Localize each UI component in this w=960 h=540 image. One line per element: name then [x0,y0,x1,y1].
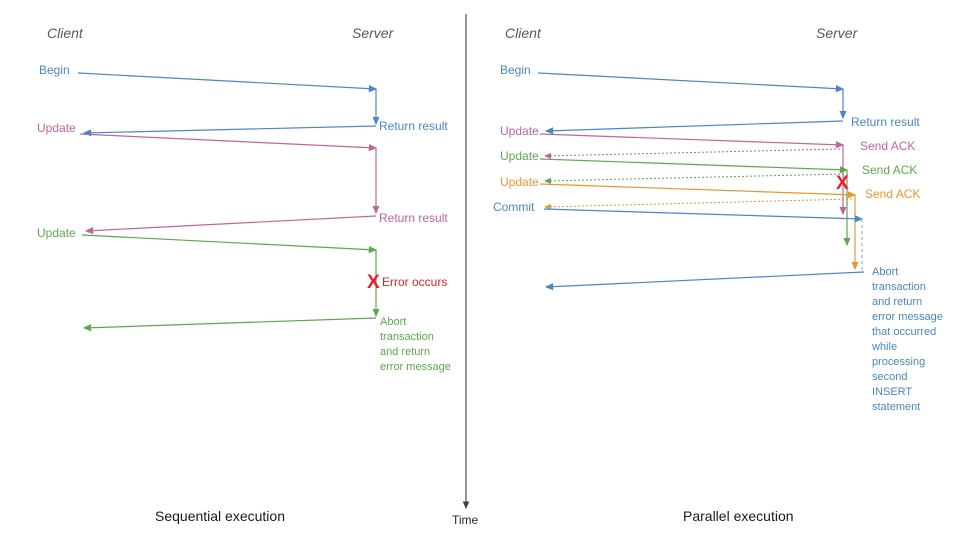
right-label-return-result: Return result [851,115,920,129]
right-label-update-1: Update [500,124,539,138]
right-label-commit: Commit [493,200,535,214]
left-abort-note-line-2: transaction [380,331,434,343]
right-client-lane-title: Client [505,25,542,41]
left-arrow-update-2 [81,234,378,254]
left-label-update-1: Update [37,121,76,135]
left-arrow-return-result-2 [84,215,377,235]
right-label-update-2: Update [500,149,539,163]
left-abort-note-line-3: and return [380,346,430,358]
right-abort-note-line-4: error message [872,311,943,323]
right-arrow-begin [537,72,845,93]
left-label-begin: Begin [39,63,70,77]
right-arrow-abort-return [544,271,865,291]
left-error-label: Error occurs [382,275,447,289]
right-abort-note-line-5: that occurred [872,326,936,338]
left-panel-caption: Sequential execution [155,508,285,524]
right-label-send-ack-3: Send ACK [865,187,920,201]
right-abort-note-line-8: second [872,371,907,383]
left-label-return-result-2: Return result [379,211,448,225]
right-label-send-ack-2: Send ACK [862,163,917,177]
right-arrow-send-ack-1 [544,148,841,159]
right-label-begin: Begin [500,63,531,77]
left-label-return-result-1: Return result [379,119,448,133]
left-panel-group: Begin Return result Update Return result… [37,63,451,524]
right-label-send-ack-1: Send ACK [860,139,915,153]
right-arrow-update-1 [539,133,845,149]
right-arrow-update-2 [539,158,849,174]
right-abort-note-line-9: INSERT [872,386,912,398]
right-error-x-icon: X [836,173,849,194]
right-abort-note-line-1: Abort [872,266,898,278]
left-abort-note-line-4: error message [380,361,451,373]
left-abort-note-line-1: Abort [380,316,406,328]
right-label-update-3: Update [500,175,539,189]
time-axis-label: Time [452,513,479,527]
right-arrow-update-3 [539,183,857,199]
right-abort-note-line-3: and return [872,296,922,308]
right-arrow-send-ack-3 [544,198,853,210]
right-arrow-commit [543,208,864,223]
left-client-lane-title: Client [47,25,84,41]
right-arrow-send-ack-2 [544,173,845,184]
right-arrow-return-result [544,120,844,135]
right-abort-note-line-7: processing [872,356,925,368]
left-arrow-abort-return [82,317,377,332]
left-label-update-2: Update [37,226,76,240]
left-server-lane-title: Server [352,25,395,41]
left-arrow-begin [77,72,378,93]
left-arrow-return-result-1 [82,125,377,137]
right-server-lane-title: Server [816,25,859,41]
right-abort-note-line-6: while [871,341,897,353]
right-abort-note-line-2: transaction [872,281,926,293]
left-arrow-update-1 [79,133,378,152]
left-error-x-icon: X [367,272,380,293]
right-panel-caption: Parallel execution [683,508,794,524]
right-abort-note-line-10: statement [872,401,920,413]
right-panel-group: Begin Update Update Update Commit Return… [493,63,943,524]
